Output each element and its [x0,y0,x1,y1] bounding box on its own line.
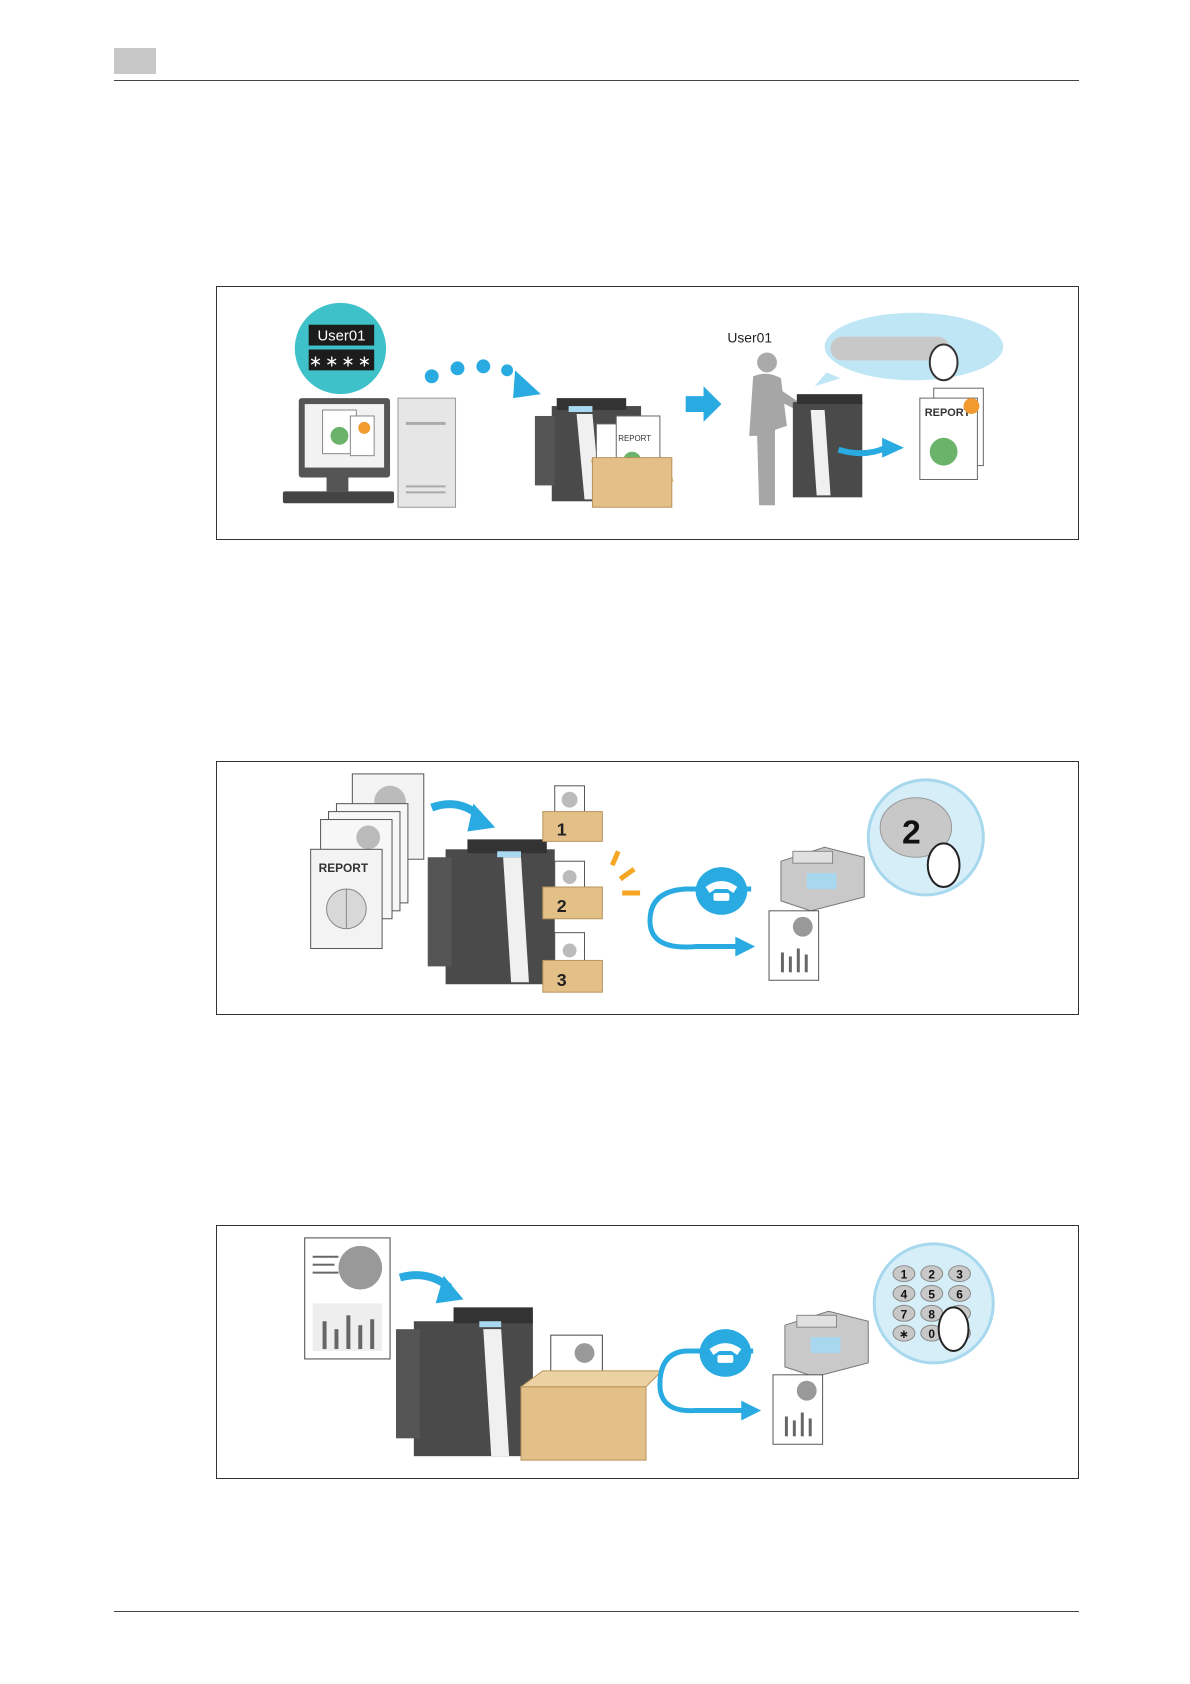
svg-text:6: 6 [956,1287,963,1301]
svg-text:0: 0 [928,1327,935,1341]
box-1: 1 [543,786,603,842]
keypad-key-1: 1 [893,1266,915,1282]
fax-machine-icon [785,1311,868,1376]
mfp-icon [396,1307,533,1456]
storage-box-icon: REPORT [590,416,673,507]
arrow-right-icon [686,386,722,422]
stacked-documents-icon: REPORT [311,774,424,949]
login-name-text: User01 [317,329,365,345]
key-digit-text: 2 [902,813,921,851]
header-rule [114,80,1079,81]
svg-text:3: 3 [956,1268,963,1282]
box-number-3: 3 [557,970,567,990]
svg-text:2: 2 [928,1268,935,1282]
computer-icon [283,398,456,507]
keypad-key-6: 6 [949,1286,971,1302]
figure-fax-send: 1 2 3 4 5 6 7 8 9 ∗ 0 # [216,1225,1079,1479]
figure-fax-boxes: REPORT 1 2 3 [216,761,1079,1015]
login-password-text: ∗∗∗∗ [309,353,374,370]
report-document-icon: REPORT [920,388,983,479]
svg-text:1: 1 [901,1268,908,1282]
dotted-arrow-icon [425,359,541,398]
login-bubble: User01 ∗∗∗∗ [295,303,386,394]
footer-rule [114,1611,1079,1612]
key-zoom-bubble: 2 [868,780,983,895]
phone-icon [696,867,748,915]
mfp-icon-2 [793,394,862,497]
box-number-1: 1 [557,819,567,839]
keypad-key-2: 2 [921,1266,943,1282]
mfp-icon [428,839,555,984]
storage-box-icon [521,1335,662,1460]
phone-icon [700,1329,752,1377]
stack-report-label: REPORT [319,861,369,875]
source-document-icon [305,1238,390,1359]
box-number-2: 2 [557,896,567,916]
svg-text:∗: ∗ [899,1327,909,1341]
keypad-key-5: 5 [921,1286,943,1302]
highlight-spark-icon [612,851,640,893]
fax-output-document-icon [773,1375,823,1444]
keypad-key-3: 3 [949,1266,971,1282]
svg-text:4: 4 [901,1287,908,1301]
figure-1-illustration: User01 ∗∗∗∗ REPORT User01 [217,287,1078,539]
figure-user-authentication: User01 ∗∗∗∗ REPORT User01 [216,286,1079,540]
svg-text:5: 5 [928,1287,935,1301]
figure-3-illustration: 1 2 3 4 5 6 7 8 9 ∗ 0 # [217,1226,1078,1478]
figure-2-illustration: REPORT 1 2 3 [217,762,1078,1014]
box-report-label: REPORT [618,434,651,443]
fax-output-document-icon [769,911,819,980]
svg-text:7: 7 [901,1307,908,1321]
fax-machine-icon [781,847,864,910]
user-label: User01 [727,330,772,346]
keypad-key-star: ∗ [893,1325,915,1341]
output-report-label: REPORT [925,407,971,419]
header-tab [114,48,156,74]
keypad-key-4: 4 [893,1286,915,1302]
keypad-key-7: 7 [893,1305,915,1321]
keypad-zoom-bubble: 1 2 3 4 5 6 7 8 9 ∗ 0 # [874,1244,993,1363]
touch-panel-bubble [815,313,1004,386]
finger-icon [939,1307,969,1351]
svg-text:8: 8 [928,1307,935,1321]
